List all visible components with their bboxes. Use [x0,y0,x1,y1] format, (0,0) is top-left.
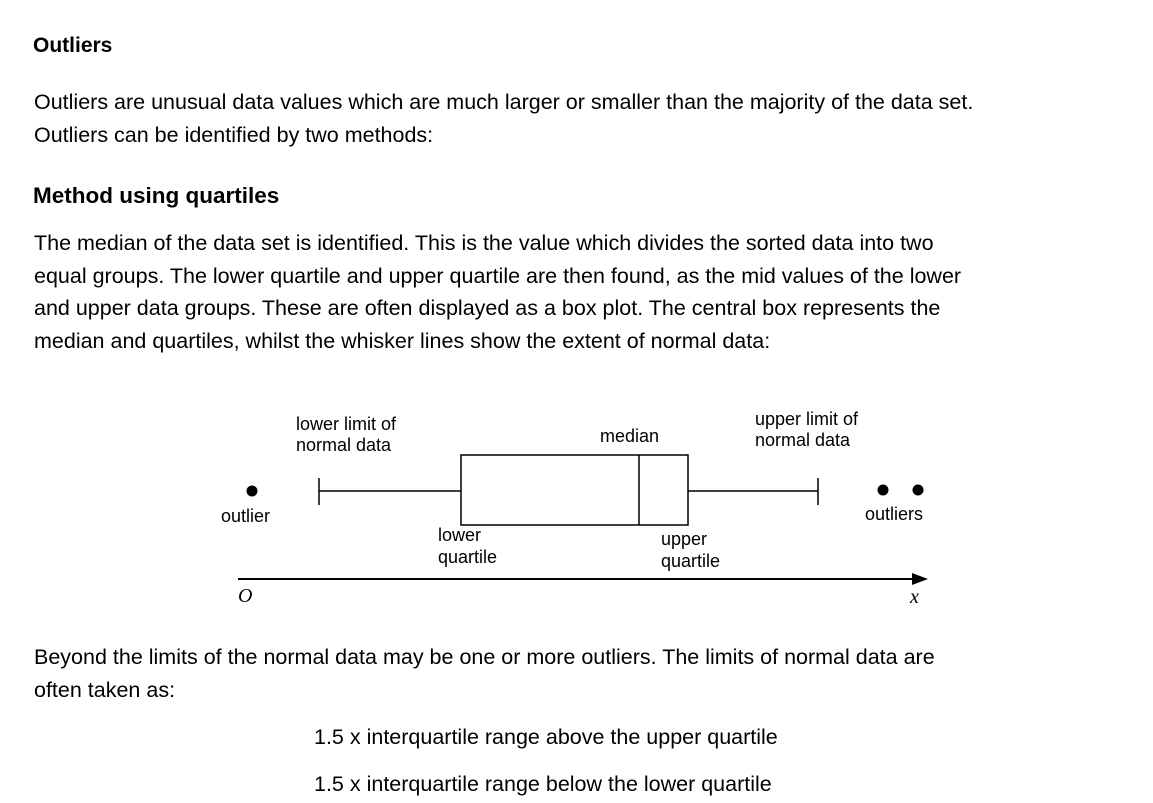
axis-label: x [909,586,919,608]
intro-line-1: Outliers are unusual data values which a… [34,90,974,114]
beyond-line-2: often taken as: [34,677,176,702]
lower-quartile-label-line-1: lower [438,525,481,545]
outlier-label: outlier [221,506,270,526]
outlier-point [912,484,924,496]
intro-line-2: Outliers can be identified by two method… [34,122,434,147]
upper-quartile-label-line-2: quartile [661,551,720,571]
method-line-3: and upper data groups. These are often d… [34,296,941,320]
outlier-point [246,485,258,497]
median-label: median [600,426,659,446]
lower-limit-label-line-2: normal data [296,435,392,455]
quartile-box [460,454,689,526]
lower-limit-label-line-1: lower limit of [296,414,397,434]
method-heading: Method using quartiles [33,183,280,208]
lower-quartile-label-line-2: quartile [438,547,497,567]
method-paragraph: The median of the data set is identified… [34,227,1134,357]
method-line-4: median and quartiles, whilst the whisker… [34,328,771,353]
beyond-line-1: Beyond the limits of the normal data may… [34,645,935,669]
axis-arrow-icon [912,573,928,585]
origin-label: O [238,585,252,607]
upper-quartile-label-line-1: upper [661,529,707,549]
upper-limit-label-line-2: normal data [755,430,851,450]
outliers-label: outliers [865,504,923,524]
method-line-2: equal groups. The lower quartile and upp… [34,263,962,288]
lower-limit-rule: 1.5 x interquartile range below the lowe… [314,772,772,796]
page-title: Outliers [33,34,113,57]
intro-paragraph: Outliers are unusual data values which a… [34,86,1134,151]
beyond-paragraph: Beyond the limits of the normal data may… [34,641,1134,706]
upper-limit-label-line-1: upper limit of [755,409,859,429]
outlier-point [877,484,889,496]
upper-limit-rule: 1.5 x interquartile range above the uppe… [314,725,778,749]
method-line-1: The median of the data set is identified… [34,231,934,255]
